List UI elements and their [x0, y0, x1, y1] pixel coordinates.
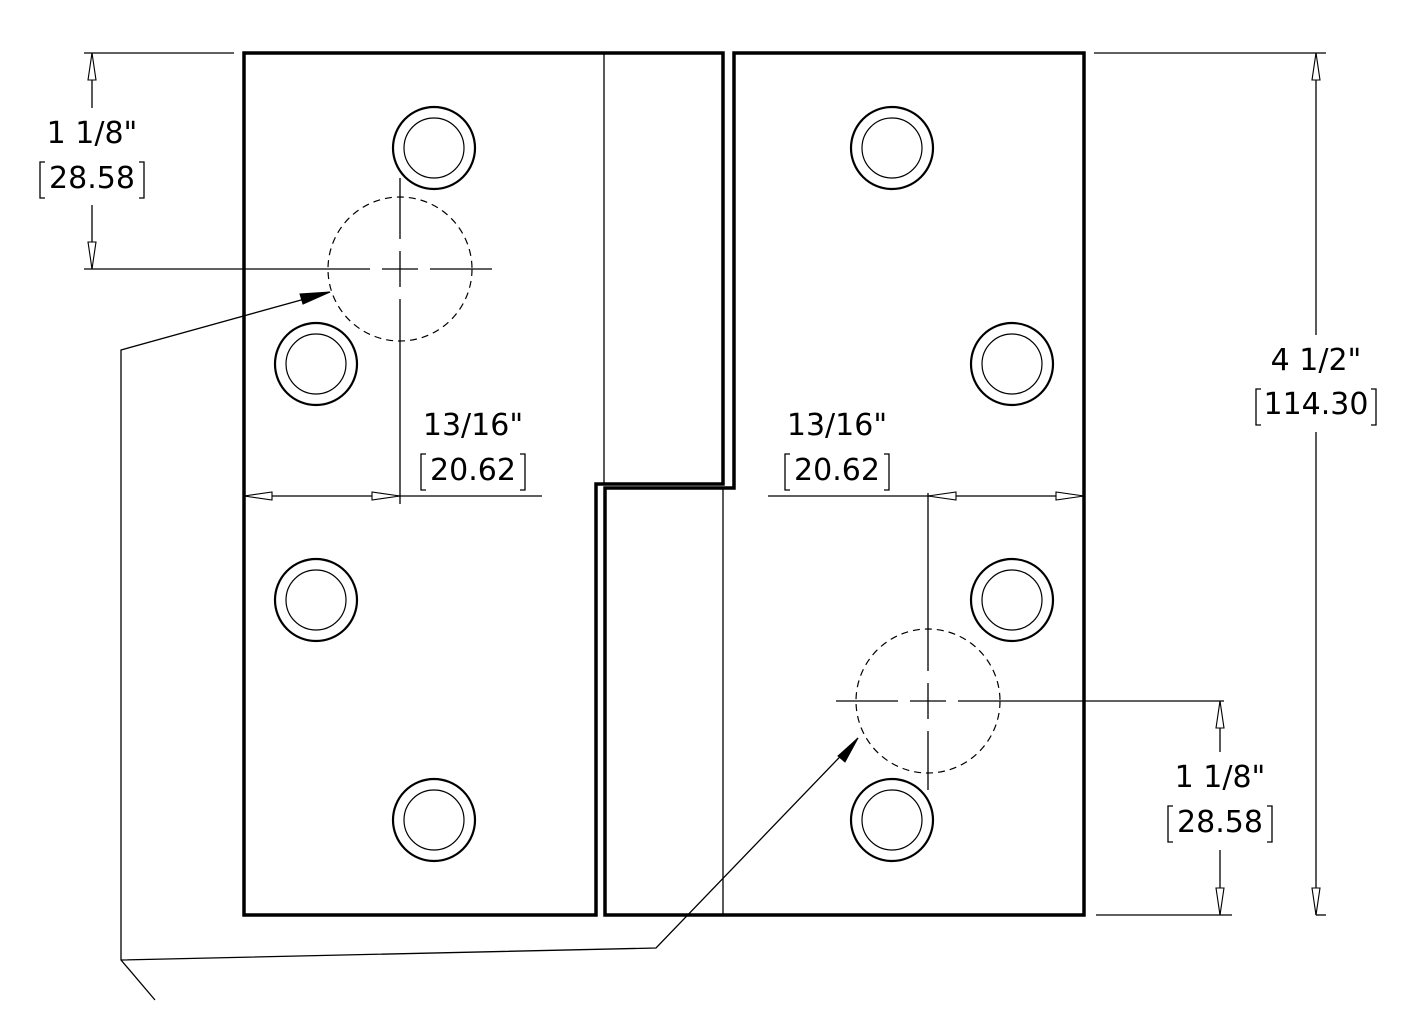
left-backset-label: 13/16" 20.62 [420, 408, 526, 491]
screw-hole [273, 321, 359, 407]
left-leaf-outline [242, 51, 725, 917]
right-offset-metric: 28.58 [1177, 805, 1263, 840]
right-backset-imperial: 13/16" [787, 408, 887, 443]
left-offset-imperial: 1 1/8" [47, 116, 138, 151]
screw-hole [391, 105, 477, 191]
left-pin-hole [309, 178, 492, 504]
hinge-outline [242, 51, 1086, 917]
screw-hole [969, 321, 1055, 407]
right-backset-label: 13/16" 20.62 [784, 408, 890, 491]
overall-height-dimension [1094, 52, 1326, 916]
screw-holes [273, 105, 1055, 863]
right-offset-label: 1 1/8" 28.58 [1167, 760, 1273, 843]
screw-hole [391, 777, 477, 863]
overall-height-label: 4 1/2" 114.30 [1255, 343, 1377, 426]
overall-height-metric: 114.30 [1264, 387, 1369, 422]
left-offset-dimension [84, 52, 309, 270]
left-backset-metric: 20.62 [430, 453, 516, 488]
left-offset-label: 1 1/8" 28.58 [39, 116, 145, 199]
left-backset-imperial: 13/16" [423, 408, 523, 443]
screw-hole [849, 105, 935, 191]
left-offset-metric: 28.58 [49, 161, 135, 196]
right-backset-metric: 20.62 [794, 453, 880, 488]
pin-hole-leader [120, 291, 859, 1001]
right-leaf-outline [603, 51, 1086, 917]
screw-hole [273, 557, 359, 643]
right-backset-dimension [768, 491, 1085, 501]
overall-height-imperial: 4 1/2" [1271, 343, 1362, 378]
screw-hole [969, 557, 1055, 643]
right-offset-dimension [1096, 700, 1232, 916]
right-pin-hole [836, 493, 1224, 790]
right-offset-imperial: 1 1/8" [1175, 760, 1266, 795]
left-backset-dimension [243, 491, 542, 501]
screw-hole [849, 777, 935, 863]
